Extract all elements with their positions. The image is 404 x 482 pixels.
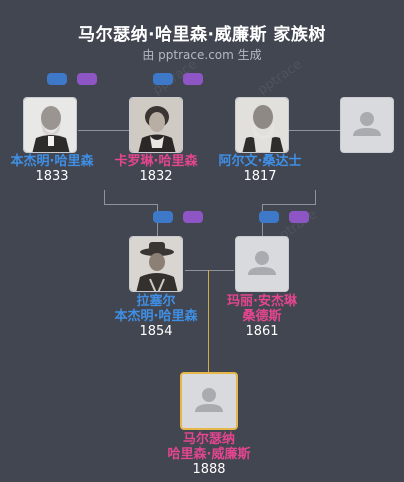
expand-parents-button[interactable] [259, 211, 279, 223]
person-name: 马尔瑟纳 [182, 432, 235, 447]
expand-parents-button[interactable] [47, 73, 67, 85]
portrait-man-hat-icon [130, 237, 182, 291]
person-photo[interactable] [235, 97, 289, 153]
expand-spouse-button[interactable] [289, 211, 309, 223]
page-subtitle: 由 pptrace.com 生成 [142, 48, 262, 62]
person-photo[interactable] [180, 372, 238, 430]
expand-parents-button[interactable] [153, 211, 173, 223]
person-name: 桑德斯 [242, 309, 282, 324]
person-birth-year: 1832 [139, 169, 173, 184]
person-photo[interactable] [129, 97, 183, 153]
parent-connector [262, 204, 316, 205]
expand-spouse-button[interactable] [77, 73, 97, 85]
portrait-man-beard-icon [24, 98, 76, 152]
parent-connector [104, 204, 158, 205]
person-photo[interactable] [235, 236, 289, 292]
person-name: 本杰明·哈里森 [10, 154, 94, 169]
person-photo[interactable] [23, 97, 77, 153]
person-placeholder-icon [248, 251, 276, 275]
child-connector [208, 270, 209, 372]
parent-connector [315, 190, 316, 205]
page-title: 马尔瑟纳·哈里森·威廉斯 家族树 [78, 25, 326, 45]
parent-connector [104, 190, 105, 205]
couple-line [78, 130, 130, 131]
person-name: 阿尔文·桑达士 [218, 154, 302, 169]
person-birth-year: 1817 [243, 169, 277, 184]
expand-parents-button[interactable] [153, 73, 173, 85]
expand-spouse-button[interactable] [183, 73, 203, 85]
watermark: pptrace [255, 56, 305, 99]
expand-spouse-button[interactable] [183, 211, 203, 223]
portrait-man-beard-icon [236, 98, 288, 152]
person-name: 本杰明·哈里森 [114, 309, 198, 324]
person-birth-year: 1833 [35, 169, 69, 184]
person-name: 玛丽·安杰琳 [227, 294, 297, 309]
person-name: 卡罗琳·哈里森 [114, 154, 198, 169]
person-placeholder-icon [353, 112, 381, 136]
couple-line [289, 130, 341, 131]
person-name: 拉塞尔 [136, 294, 176, 309]
person-placeholder-icon [195, 388, 223, 412]
person-birth-year: 1888 [192, 462, 226, 477]
person-birth-year: 1861 [245, 324, 279, 339]
person-name: 哈里森·威廉斯 [167, 447, 251, 462]
person-birth-year: 1854 [139, 324, 173, 339]
couple-line [185, 270, 234, 271]
person-photo[interactable] [129, 236, 183, 292]
portrait-woman-icon [130, 98, 182, 152]
person-photo[interactable] [340, 97, 394, 153]
